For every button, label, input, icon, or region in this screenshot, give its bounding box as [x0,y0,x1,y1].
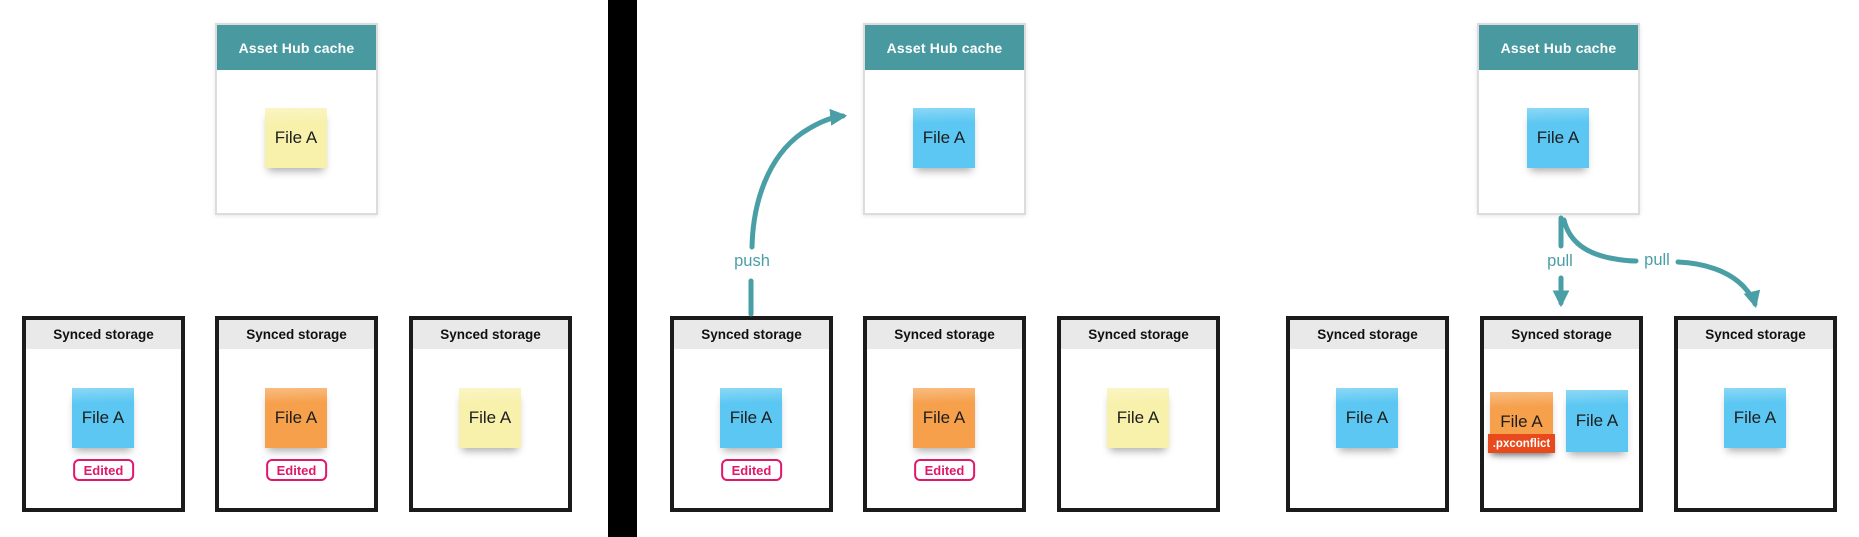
sticky-note-label: File A [1536,128,1580,147]
sticky-note: File A [1724,388,1786,448]
asset-hub-header: Asset Hub cache [217,25,376,70]
synced-storage-title: Synced storage [246,327,347,342]
asset-hub-cache-box: Asset Hub cache File A [1477,23,1640,215]
pull-arrow-right-upper [1561,217,1639,264]
asset-hub-cache-box: Asset Hub cache File A [215,23,378,215]
edited-badge: Edited [720,459,783,481]
asset-hub-cache-box: Asset Hub cache File A [863,23,1026,215]
synced-storage-header: Synced storage [867,320,1022,349]
synced-storage-box: Synced storage File A [1674,316,1837,512]
panel-divider [608,0,637,537]
sticky-note-label: File A [1500,412,1543,431]
sticky-note: File A [720,388,782,448]
asset-hub-header: Asset Hub cache [865,25,1024,70]
synced-storage-title: Synced storage [1705,327,1806,342]
synced-storage-header: Synced storage [1061,320,1216,349]
sticky-note-label: File A [274,128,318,147]
pull-label-right: pull [1644,251,1670,269]
sticky-note-label: File A [1116,408,1160,427]
edited-badge: Edited [265,459,328,481]
synced-storage-header: Synced storage [1678,320,1833,349]
synced-storage-title: Synced storage [1088,327,1189,342]
asset-hub-title: Asset Hub cache [1500,39,1617,56]
sticky-note: File A [72,388,134,448]
pull-label-left: pull [1547,252,1573,270]
asset-hub-title: Asset Hub cache [886,39,1003,56]
synced-storage-title: Synced storage [701,327,802,342]
sticky-note-label: File A [729,408,773,427]
pxconflict-tag: .pxconflict [1488,434,1555,453]
edited-badge: Edited [72,459,135,481]
sticky-note: File A [265,388,327,448]
sticky-note-label: File A [922,408,966,427]
synced-storage-box: Synced storage File A [409,316,572,512]
sticky-note-label: File A [1345,408,1389,427]
synced-storage-title: Synced storage [53,327,154,342]
sticky-note: File A [1527,108,1589,168]
synced-storage-header: Synced storage [26,320,181,349]
synced-storage-header: Synced storage [1484,320,1639,349]
sticky-note-label: File A [81,408,125,427]
sticky-note: File A [1566,390,1628,452]
sticky-note-label: File A [1733,408,1777,427]
synced-storage-box: Synced storage File A [1057,316,1220,512]
synced-storage-title: Synced storage [1317,327,1418,342]
asset-hub-title: Asset Hub cache [238,39,355,56]
synced-storage-box: Synced storage File A Edited [863,316,1026,512]
sticky-note: File A [459,388,521,448]
push-label: push [734,252,770,270]
synced-storage-header: Synced storage [219,320,374,349]
sticky-note: File A [913,108,975,168]
synced-storage-box: Synced storage File A [1286,316,1449,512]
sticky-note-label: File A [468,408,512,427]
synced-storage-title: Synced storage [894,327,995,342]
asset-hub-header: Asset Hub cache [1479,25,1638,70]
synced-storage-header: Synced storage [1290,320,1445,349]
sticky-note: File A [265,108,327,168]
synced-storage-header: Synced storage [674,320,829,349]
pull-arrow-right [1675,259,1761,309]
synced-storage-box: Synced storage File A Edited [670,316,833,512]
synced-storage-box: Synced storage File A .pxconflict File A [1480,316,1643,512]
synced-storage-box: Synced storage File A Edited [22,316,185,512]
synced-storage-header: Synced storage [413,320,568,349]
sticky-note: File A [913,388,975,448]
sticky-note: File A [1107,388,1169,448]
sticky-note-label: File A [922,128,966,147]
synced-storage-box: Synced storage File A Edited [215,316,378,512]
push-arrow [749,108,848,250]
edited-badge: Edited [913,459,976,481]
pxconflict-tag-label: .pxconflict [1492,437,1551,450]
sticky-note: File A [1336,388,1398,448]
synced-storage-title: Synced storage [440,327,541,342]
synced-storage-title: Synced storage [1511,327,1612,342]
sticky-note-label: File A [1575,411,1619,430]
sticky-note-label: File A [274,408,318,427]
